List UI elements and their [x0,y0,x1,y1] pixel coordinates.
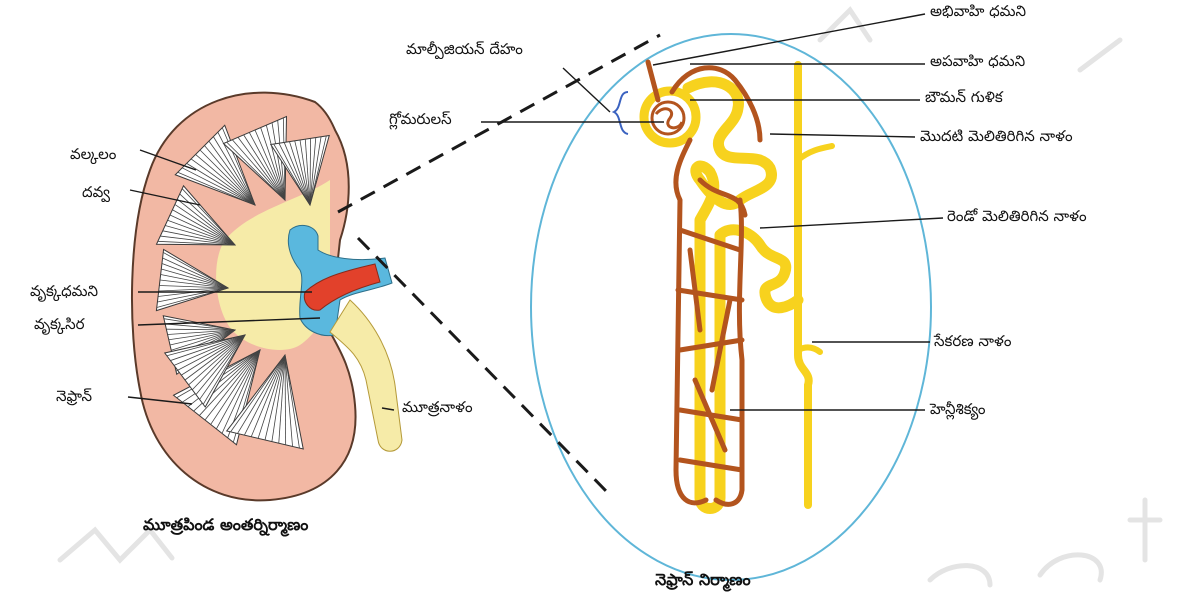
glomerulus [652,102,684,134]
label-glomerulus: గ్లోమరులస్ [389,110,452,128]
label-afferent-arteriole: అభివాహి ధమని [930,2,1026,20]
pyramid-striation [310,138,311,205]
label-malpighian-body: మాల్పీజియన్ దేహం [406,40,523,58]
label-pct: మొదటి మెలితిరిగిన నాళం [920,127,1073,145]
label-efferent-arteriole: అపవాహి ధమని [930,52,1025,70]
collecting-duct-branch [798,146,832,352]
nephron-figure [531,34,931,580]
label-renal-vein: వృక్కసిర [34,315,85,333]
label-ureter: మూత్రనాళం [402,398,473,416]
collecting-duct [798,65,809,505]
nephron-caption: నెఫ్రాన్ నిర్మాణం [655,570,751,593]
kidney-figure [132,93,402,501]
label-nephron: నెఫ్రాన్ [56,387,92,405]
label-medulla: దవ్వ [82,183,110,201]
label-collecting-duct: సేకరణ నాళం [934,332,1011,350]
label-bowmans-capsule: బౌమన్ గుళిక [925,88,1003,106]
malpighian-brace [614,92,628,134]
label-renal-artery: వృక్కధమని [30,282,98,300]
label-loop-of-henle: హెన్లీశిక్యం [930,400,986,418]
bowmans-capsule [644,91,696,143]
label-dct: రెండో మెలితిరిగిన నాళం [947,207,1087,225]
kidney-caption: మూత్రపిండ అంతర్నిర్మాణం [143,515,308,538]
label-cortex: వల్కలం [70,145,116,163]
